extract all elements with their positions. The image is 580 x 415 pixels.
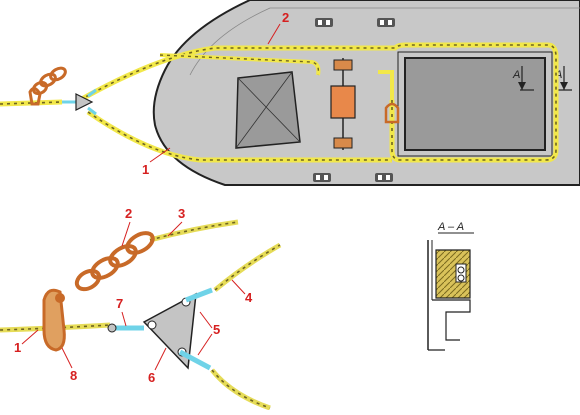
detail-triangle-plate — [107, 287, 213, 371]
callout-label-detail-2: 2 — [125, 206, 132, 221]
section-title: A – A — [437, 221, 464, 233]
callout-label-detail-1: 1 — [14, 340, 21, 355]
callout-label-detail-3: 3 — [178, 206, 185, 221]
callout-top-2: 2 — [267, 10, 289, 45]
callout-label-top-2: 2 — [282, 10, 289, 25]
section-letter-a-left: A — [512, 69, 520, 81]
callout-label-detail-4: 4 — [245, 290, 253, 305]
forward-hatch — [235, 71, 301, 149]
section-mark-left: A — [512, 66, 534, 91]
cargo-hatch — [397, 51, 553, 157]
detail-callouts: 1 2 3 4 5 6 7 8 — [14, 206, 253, 385]
callout-label-detail-5: 5 — [213, 322, 220, 337]
section-a-a: A – A — [427, 221, 474, 351]
deck-cleats — [313, 18, 395, 182]
cleat-bottom-left — [313, 173, 331, 182]
detail-chain — [74, 231, 155, 292]
callout-label-detail-7: 7 — [116, 296, 123, 311]
deck-rope-route — [78, 42, 559, 163]
callout-label-top-1: 1 — [142, 162, 149, 177]
top-chain-assembly — [28, 66, 67, 106]
cleat-top-left — [315, 18, 333, 27]
cleat-top-right — [377, 18, 395, 27]
windlass — [330, 58, 356, 150]
top-triangle-plate — [62, 88, 97, 116]
callout-label-detail-8: 8 — [70, 368, 77, 383]
callout-label-detail-6: 6 — [148, 370, 155, 385]
callout-top-1: 1 — [142, 147, 171, 177]
cleat-bottom-right — [375, 173, 393, 182]
deck-shackle — [384, 102, 400, 124]
detail-shackle — [42, 288, 66, 352]
